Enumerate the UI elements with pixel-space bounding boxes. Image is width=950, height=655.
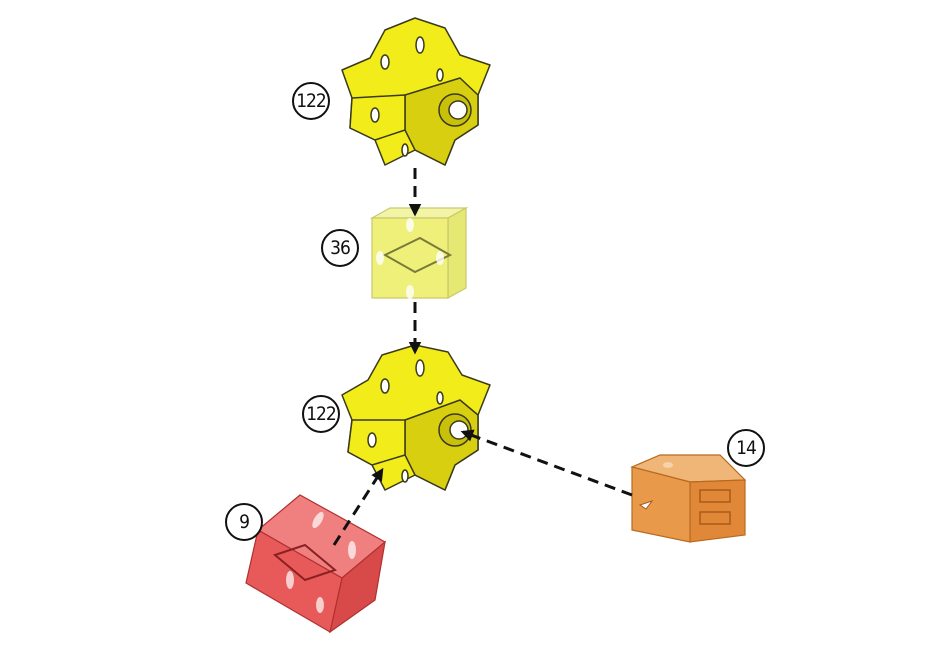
bottom-star-connector: [342, 345, 490, 490]
top-star-connector: [342, 18, 490, 165]
callout-label-top-star: 122: [296, 90, 326, 112]
arrow-orange-block-to-star: [463, 432, 632, 495]
callout-clear-cube: 36: [322, 230, 358, 266]
red-cube: [246, 495, 385, 632]
callout-top-star: 122: [293, 83, 329, 119]
callout-orange-block: 14: [728, 430, 764, 466]
callout-red-cube: 9: [226, 504, 262, 540]
callout-label-red-cube: 9: [239, 511, 249, 533]
clear-cube: [372, 208, 466, 299]
callout-bottom-star: 122: [303, 396, 339, 432]
callout-label-orange-block: 14: [736, 437, 756, 459]
callout-label-clear-cube: 36: [330, 237, 350, 259]
orange-block: [632, 455, 745, 542]
callout-label-bottom-star: 122: [306, 403, 336, 425]
